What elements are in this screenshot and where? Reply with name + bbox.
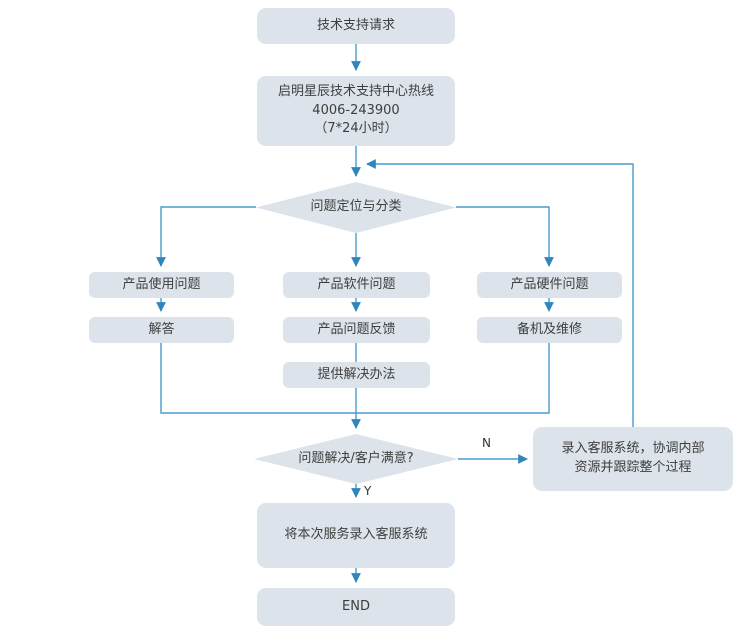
node-problem-feedback: 产品问题反馈 (283, 317, 430, 343)
node-hardware-issue-label: 产品硬件问题 (510, 276, 589, 292)
node-problem-feedback-label: 产品问题反馈 (317, 321, 396, 337)
node-backup-repair-label: 备机及维修 (516, 321, 582, 337)
node-provide-solution-label: 提供解决办法 (317, 366, 396, 382)
decision-customer-satisfied-label: 问题解决/客户满意? (298, 450, 414, 466)
node-provide-solution: 提供解决办法 (283, 362, 430, 388)
node-support-request-label: 技术支持请求 (316, 17, 395, 33)
decision-problem-classification-label: 问题定位与分类 (310, 199, 402, 215)
edge-classify-hardware (456, 206, 554, 267)
node-software-issue-label: 产品软件问题 (317, 276, 396, 292)
node-usage-issue: 产品使用问题 (89, 272, 234, 298)
edge-label-yes: Y (364, 484, 372, 498)
edge-label-no: N (482, 436, 491, 450)
escalate-line-1: 录入客服系统，协调内部 (561, 441, 705, 457)
node-record-service: 将本次服务录入客服系统 (257, 503, 455, 568)
node-end: END (257, 588, 455, 626)
escalate-line-2: 资源并跟踪整个过程 (574, 460, 692, 475)
node-answer-label: 解答 (148, 321, 175, 337)
hotline-line-2: 4006-243900 (312, 102, 400, 118)
hotline-line-3: （7*24小时） (314, 121, 398, 137)
hotline-line-1: 启明星辰技术支持中心热线 (277, 83, 434, 99)
node-escalate-crm: 录入客服系统，协调内部 资源并跟踪整个过程 (533, 427, 733, 491)
node-support-request: 技术支持请求 (257, 8, 455, 44)
node-usage-issue-label: 产品使用问题 (122, 276, 201, 292)
node-software-issue: 产品软件问题 (283, 272, 430, 298)
node-hotline: 启明星辰技术支持中心热线 4006-243900 （7*24小时） (257, 76, 455, 146)
node-record-service-label: 将本次服务录入客服系统 (284, 527, 428, 543)
node-hardware-issue: 产品硬件问题 (477, 272, 622, 298)
node-end-label: END (342, 598, 370, 614)
decision-problem-classification: 问题定位与分类 (256, 182, 456, 233)
edge-classify-usage (156, 206, 256, 267)
node-answer: 解答 (89, 317, 234, 343)
node-backup-repair: 备机及维修 (477, 317, 622, 343)
decision-customer-satisfied: 问题解决/客户满意? (254, 434, 458, 484)
